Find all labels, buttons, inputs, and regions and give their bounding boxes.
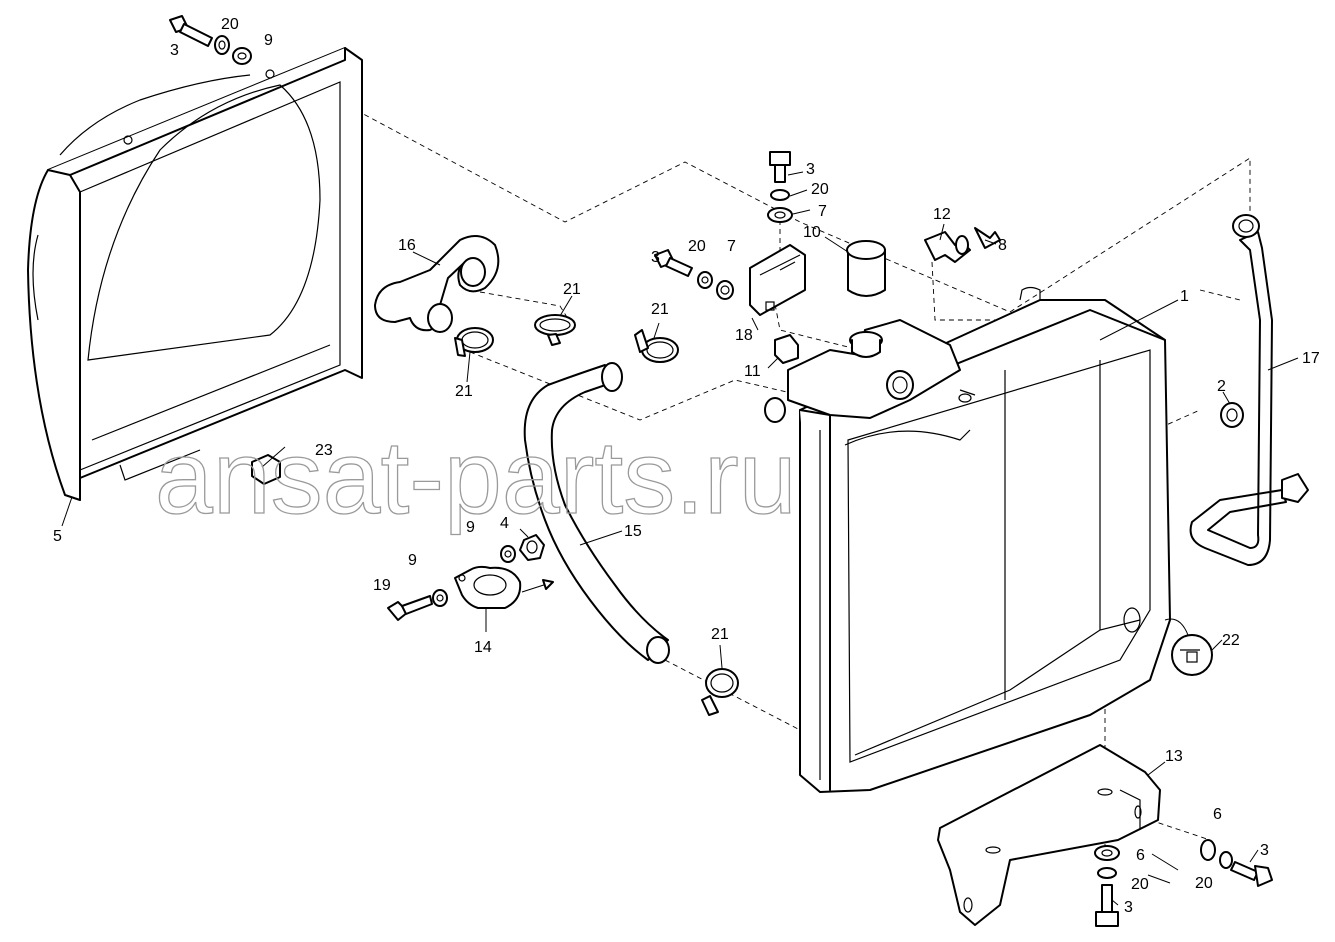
bolt-3-vertical-top (769, 151, 791, 183)
hose-clamp-21-b (534, 314, 576, 346)
bolt-3-top-left (169, 15, 213, 47)
detail-view-22 (1164, 618, 1213, 676)
callout-17: 17 (1302, 350, 1320, 367)
callout-9: 9 (466, 519, 475, 536)
hose-clamp-21-c (634, 329, 679, 363)
bracket-18 (749, 244, 806, 316)
watermark-text: ansat-parts.ru (155, 420, 797, 536)
washer-20-top-left (214, 35, 230, 55)
callout-22: 22 (1222, 632, 1240, 649)
callout-21: 21 (563, 281, 581, 298)
bolt-3-mid (654, 249, 693, 277)
callout-2: 2 (1217, 378, 1226, 395)
washer-6-right (1200, 839, 1216, 861)
callout-20: 20 (1131, 876, 1149, 893)
callout-6: 6 (1213, 806, 1222, 823)
callout-7: 7 (727, 238, 736, 255)
callout-11: 11 (744, 363, 761, 380)
washer-20-bottom (1097, 867, 1117, 879)
leader-lines (61, 171, 1299, 906)
callout-3: 3 (806, 161, 815, 178)
callout-7: 7 (818, 203, 827, 220)
washer-9-mid (500, 545, 516, 563)
callout-4: 4 (500, 515, 509, 532)
plug-23 (251, 454, 281, 485)
callout-21: 21 (651, 301, 669, 318)
callout-3: 3 (1260, 842, 1269, 859)
callout-3: 3 (651, 249, 660, 266)
callout-21: 21 (711, 626, 729, 643)
clip-11 (774, 334, 799, 364)
callout-18: 18 (735, 327, 753, 344)
callout-20: 20 (1195, 875, 1213, 892)
washer-20-mid (697, 271, 713, 289)
hose-clamp-21-a (454, 327, 494, 357)
elbow-fitting-12 (924, 231, 971, 263)
callout-labels: 20 3 9 5 23 16 21 21 21 21 3 20 7 3 20 7… (53, 16, 1320, 916)
nut-4 (519, 534, 545, 561)
callout-6: 6 (1136, 847, 1145, 864)
washer-7-top (767, 207, 793, 223)
washer-9-low (432, 589, 448, 607)
washer-6-bottom (1094, 845, 1120, 861)
callout-21: 21 (455, 383, 473, 400)
lower-hose-15 (523, 362, 670, 664)
fan-shroud (27, 47, 363, 501)
callout-20: 20 (811, 181, 829, 198)
hose-clamp-21-d (701, 668, 739, 716)
callout-20: 20 (221, 16, 239, 33)
pipe-17 (1189, 214, 1309, 566)
callout-19: 19 (373, 577, 391, 594)
washer-20-right (1219, 851, 1233, 869)
callout-3: 3 (170, 42, 179, 59)
pipe-clamp-14 (454, 565, 554, 609)
callout-9: 9 (264, 32, 273, 49)
callout-8: 8 (998, 237, 1007, 254)
upper-hose-16 (374, 235, 500, 333)
radiator-core-1 (764, 286, 1171, 793)
callout-13: 13 (1165, 748, 1183, 765)
fitting-8 (974, 227, 1001, 249)
callout-15: 15 (624, 523, 642, 540)
washer-7-mid (716, 280, 734, 300)
callout-12: 12 (933, 206, 951, 223)
callout-23: 23 (315, 442, 333, 459)
callout-16: 16 (398, 237, 416, 254)
washer-9-top-left (232, 47, 252, 65)
callout-3: 3 (1124, 899, 1133, 916)
callout-14: 14 (474, 639, 492, 656)
callout-20: 20 (688, 238, 706, 255)
callout-9: 9 (408, 552, 417, 569)
callout-10: 10 (803, 224, 821, 241)
bolt-3-bottom (1095, 884, 1119, 927)
washer-20-top (770, 189, 790, 201)
mounting-plate-13 (937, 744, 1161, 926)
callout-1: 1 (1180, 288, 1189, 305)
radiator-cap-10 (846, 240, 886, 297)
callout-5: 5 (53, 528, 62, 545)
bolt-3-right (1230, 861, 1273, 887)
bolt-19 (387, 595, 433, 621)
grommet-2 (1220, 402, 1244, 428)
